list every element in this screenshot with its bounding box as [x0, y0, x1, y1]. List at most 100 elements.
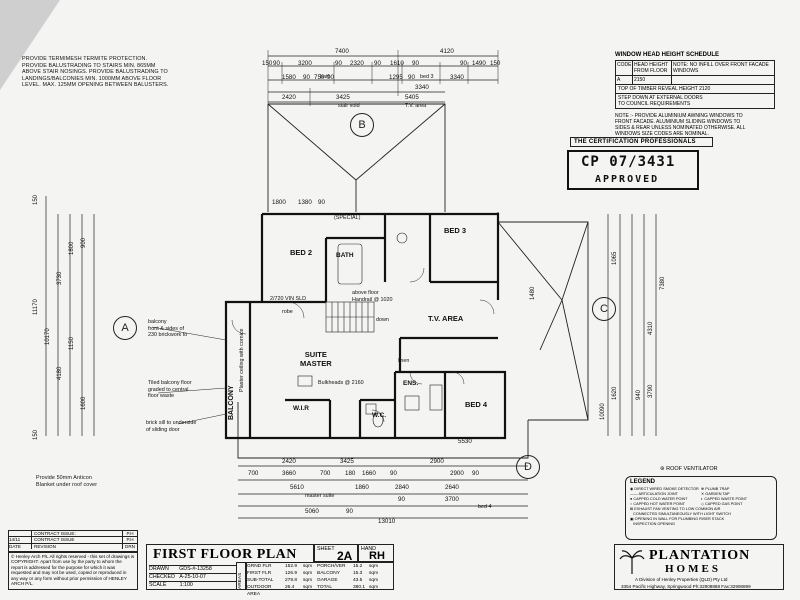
approval-stamp: CP 07/3431 APPROVED — [567, 150, 699, 190]
dim-left-h: 1600 — [81, 396, 87, 410]
roof-ventilator-label: ⊛ ROOF VENTILATOR — [660, 466, 718, 472]
brand-name: PLANTATION — [649, 548, 751, 563]
legend-item: ◐ CAPPED WASTE POINT — [701, 497, 748, 501]
room-bath: BATH — [336, 252, 354, 259]
certification-org-label: THE CERTIFICATION PROFESSIONALS — [570, 137, 713, 147]
bath-top-label: bath — [320, 74, 331, 80]
legend-item: ◇ CAPPED GAS POINT — [701, 502, 743, 506]
dim-right-e: 10090 — [600, 403, 606, 420]
grid-circle-d: D — [516, 455, 540, 479]
dim-top-l: 1580 — [282, 74, 296, 81]
room-bed4: BED 4 — [465, 400, 488, 409]
legend-item: ▣ OPENING IN WALL FOR PLUMBING RISER STA… — [630, 517, 725, 521]
legend-item: ◉ DIRECT WIRED SMOKE DETECTOR — [630, 487, 699, 491]
dim-top-e: 2320 — [350, 60, 364, 67]
dim-bot-s: 90 — [346, 508, 353, 515]
linen-label: linen — [398, 358, 410, 364]
dim-right-c: 1065 — [612, 251, 618, 265]
dim-top-c: 3200 — [298, 60, 312, 67]
bed4-dim-label: bed 4 — [478, 504, 492, 510]
dim-top-n: 750 — [314, 74, 325, 81]
dim-top-u: 3425 — [336, 94, 350, 101]
window-sld-label: 2/720 VIN SLD — [270, 296, 306, 302]
room-bed2: BED 2 — [290, 248, 313, 257]
window-type-note: NOTE :- PROVIDE ALUMINIUM AWNING WINDOWS… — [615, 113, 746, 137]
balcony-brickwork-note: balcony front & sides of 230 brickwork t… — [148, 319, 188, 338]
dim-top-k: 150 — [490, 60, 501, 67]
copyright-notice: © Henley Arch P/L All rights reserved - … — [8, 552, 138, 590]
roof-ventilator-icon: ⊛ — [660, 466, 667, 472]
dim-bot-k: 90 — [472, 470, 479, 477]
dim-top-p: 1295 — [389, 74, 403, 81]
dim-top-w: 1800 — [272, 199, 286, 206]
dim-bot-p: 3700 — [445, 496, 459, 503]
dim-bot-e: 3660 — [282, 470, 296, 477]
brick-sill-note: brick sill to underside of sliding door — [146, 420, 197, 433]
legend-item: —— ARTICULATION JOINT — [630, 492, 678, 496]
reveal-height-line: TOP OF TIMBER REVEAL HEIGHT 2120 — [616, 85, 774, 94]
dim-bot-n: 2840 — [395, 484, 409, 491]
brand-subname: HOMES — [665, 563, 721, 575]
dim-top-b: 90 — [273, 60, 280, 67]
above-floor-note: above floor — [352, 290, 379, 296]
revision-table: CONTRACT ISSUE: P.H 14/11 CONTRACT ISSUE… — [8, 530, 138, 552]
legend-title: LEGEND — [630, 479, 656, 485]
dim-top-v: 5405 — [405, 94, 419, 101]
room-balcony: BALCONY — [228, 385, 235, 420]
room-wc: W.C. — [372, 412, 387, 419]
dim-top-r: 3340 — [450, 74, 464, 81]
dim-right-f: 1620 — [612, 386, 618, 400]
room-ensuite: ENS. — [403, 380, 419, 387]
dim-bot-f: 700 — [320, 470, 331, 477]
step-down-line: STEP DOWN AT EXTERNAL DOORS TO COUNCIL R… — [618, 95, 703, 107]
sheet-box: SHEET 2A — [314, 544, 358, 563]
division-text: A Division of Henley Properties (QLD) Pt… — [635, 577, 728, 582]
dim-bot-r: 5060 — [305, 508, 319, 515]
address-text: 3354 Pacific Highway, Springwood Ph:3290… — [621, 584, 751, 589]
room-wir: W.I.R — [293, 405, 309, 412]
dim-top-x: 1380 — [298, 199, 312, 206]
table-row: CONTRACT ISSUE: P.H — [9, 531, 137, 538]
room-bed3: BED 3 — [444, 226, 467, 235]
title-block: CONTRACT ISSUE: P.H 14/11 CONTRACT ISSUE… — [8, 500, 788, 597]
legend-item: ● CAPPED COLD WATER POINT — [630, 497, 688, 501]
dim-top-o: 90 — [327, 74, 334, 81]
dim-top-h: 90 — [412, 60, 419, 67]
bed3-top-label: bed 3 — [420, 74, 434, 80]
window-schedule: WINDOW HEAD HEIGHT SCHEDULE CODE HEAD HE… — [615, 52, 775, 137]
stair-down-label: down — [376, 317, 389, 323]
legend-item: ⊠ EXHAUST FAN VENTING TO LOW COMMON AIR — [630, 507, 721, 511]
dim-left-c: 3730 — [57, 271, 63, 285]
dim-bot-c: 2900 — [430, 458, 444, 465]
robe-label: robe — [282, 309, 293, 315]
dim-bot-b: 3425 — [340, 458, 354, 465]
dim-bot-h: 1660 — [362, 470, 376, 477]
dim-bot-q: 90 — [398, 496, 405, 503]
dim-top-overall: 7400 — [335, 48, 349, 55]
table-row: 14/11 CONTRACT ISSUE P.H — [9, 537, 137, 544]
termite-balustrade-note: PROVIDE TERMIMESH TERMITE PROTECTION. PR… — [22, 56, 169, 89]
room-master-suite: SUITE MASTER — [300, 350, 332, 368]
dim-top-j: 1490 — [472, 60, 486, 67]
dim-left-f: 4180 — [57, 366, 63, 380]
dim-bot-j: 2900 — [450, 470, 464, 477]
legend-item: ⊕ PLUMB TRAP — [701, 487, 730, 491]
anticon-blanket-note: Provide 50mm Anticon Blanket under roof … — [36, 475, 98, 488]
grid-circle-c: C — [592, 297, 616, 321]
table-row: A 2150 — [616, 76, 774, 85]
dim-right-b: 4310 — [648, 321, 654, 335]
dim-bot-i: 90 — [390, 470, 397, 477]
dim-right-d: 3790 — [648, 384, 654, 398]
legend-box: LEGEND ◉ DIRECT WIRED SMOKE DETECTOR ⊕ P… — [625, 476, 777, 540]
handrail-note: Handrail @ 1020 — [352, 297, 393, 303]
certificate-number: CP 07/3431 — [581, 154, 676, 170]
grid-circle-a: A — [113, 316, 137, 340]
plaster-ceiling-note: Plaster ceiling with cornice — [239, 328, 245, 392]
grid-circle-b: B — [350, 113, 374, 137]
hand-box: HAND RH — [358, 544, 394, 562]
legend-item: CONNECTED SIMULTANEOUSLY WITH LIGHT SWIT… — [633, 512, 731, 516]
